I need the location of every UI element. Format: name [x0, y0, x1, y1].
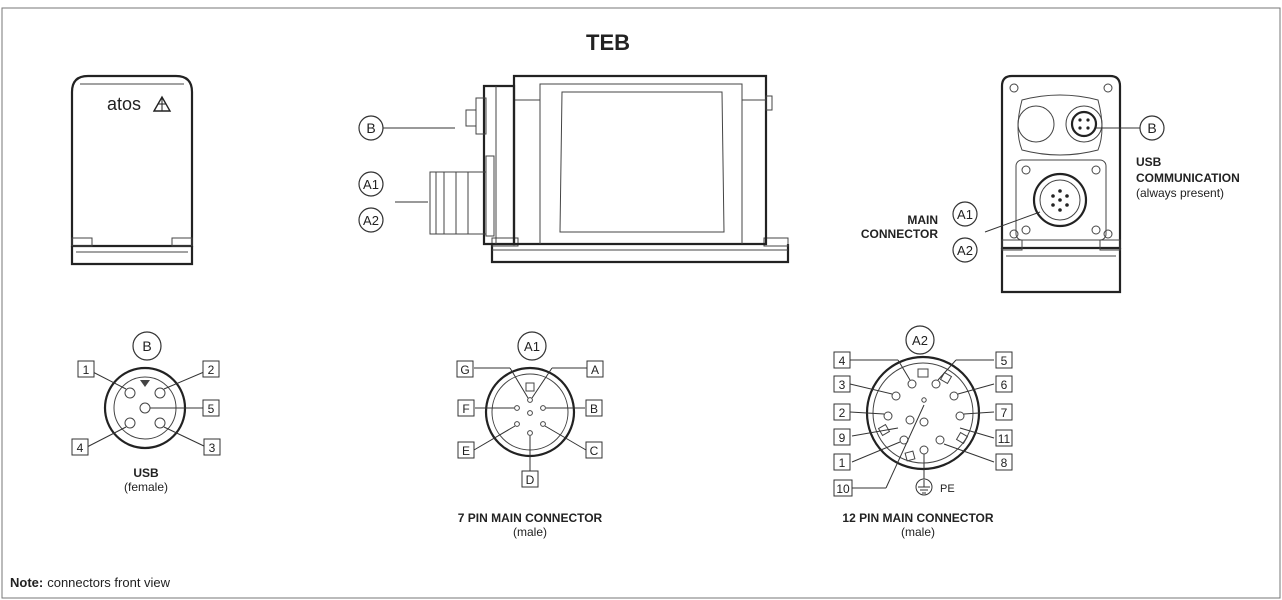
- twelve-pin-8: 8: [1001, 456, 1008, 470]
- seven-pin-e: E: [462, 444, 470, 458]
- rear-view: B A1 A2 MAIN CONNECTOR USB COMMUNICATION…: [861, 74, 1240, 294]
- atos-logo-icon: [152, 95, 172, 112]
- main-connector-label-1: MAIN: [907, 213, 938, 227]
- seven-pin-connector: A1 G A F B E C D 7 PIN MAIN CONNECTOR (m…: [456, 331, 604, 539]
- seven-pin-caption: 7 PIN MAIN CONNECTOR: [458, 511, 603, 525]
- rear-callout-a2-label: A2: [957, 243, 973, 258]
- twelve-pin-6: 6: [1001, 378, 1008, 392]
- twelve-pin-4: 4: [839, 354, 846, 368]
- twelve-pin-9: 9: [839, 431, 846, 445]
- twelve-pin-connector: A2: [833, 325, 1013, 539]
- usb-comm-label-1: USB: [1136, 155, 1162, 169]
- usb-pin-3: 3: [209, 441, 216, 455]
- callout-a2-label: A2: [363, 213, 379, 228]
- note-label: Note:: [10, 575, 43, 590]
- usb-subcaption: (female): [124, 480, 168, 494]
- ground-icon: [915, 478, 933, 496]
- rear-callout-b-label: B: [1147, 120, 1156, 136]
- twelve-pin-7: 7: [1001, 406, 1008, 420]
- usb-callout-b-label: B: [142, 338, 151, 354]
- callout-a1: [358, 171, 384, 197]
- seven-pin-callout-a1: [517, 331, 547, 361]
- note: Note: connectors front view: [10, 575, 171, 590]
- side-view: B A1 A2: [358, 74, 790, 264]
- callout-b-label: B: [366, 120, 375, 136]
- seven-pin-callout-label: A1: [524, 339, 540, 354]
- twelve-pin-5: 5: [1001, 354, 1008, 368]
- usb-comm-label-3: (always present): [1136, 186, 1224, 200]
- note-text: connectors front view: [47, 575, 170, 590]
- twelve-pin-3: 3: [839, 378, 846, 392]
- twelve-pin-10: 10: [836, 482, 850, 496]
- outer-frame: [1, 7, 1281, 599]
- seven-pin-c: C: [590, 444, 599, 458]
- seven-pin-a: A: [591, 363, 599, 377]
- seven-pin-g: G: [460, 363, 469, 377]
- seven-pin-f: F: [462, 402, 469, 416]
- usb-pin-1: 1: [83, 363, 90, 377]
- seven-pin-b: B: [590, 402, 598, 416]
- twelve-pin-2: 2: [839, 406, 846, 420]
- main-connector-label-2: CONNECTOR: [861, 227, 938, 241]
- usb-pin-4: 4: [77, 441, 84, 455]
- rear-callout-a2: [952, 237, 978, 263]
- usb-callout-b: [132, 331, 162, 361]
- usb-comm-label-2: COMMUNICATION: [1136, 171, 1240, 185]
- seven-pin-subcaption: (male): [513, 525, 547, 539]
- usb-caption: USB: [133, 466, 159, 480]
- twelve-pin-subcaption: (male): [901, 525, 935, 539]
- callout-a2: [358, 207, 384, 233]
- pe-label: PE: [940, 483, 955, 495]
- twelve-pin-callout-a2: [905, 325, 935, 355]
- front-view: atos: [70, 74, 194, 266]
- twelve-pin-caption: 12 PIN MAIN CONNECTOR: [842, 511, 993, 525]
- twelve-pin-11: 11: [998, 432, 1011, 446]
- seven-pin-d: D: [526, 473, 535, 487]
- usb-pin-2: 2: [208, 363, 215, 377]
- rear-callout-a1-label: A1: [957, 207, 973, 222]
- usb-pin-5: 5: [208, 402, 215, 416]
- rear-callout-b: [1139, 115, 1165, 141]
- title: TEB: [586, 30, 630, 55]
- twelve-pin-1: 1: [839, 456, 846, 470]
- brand-logo: atos: [107, 94, 141, 114]
- callout-a1-label: A1: [363, 177, 379, 192]
- usb-connector: B 1 2 5 4 3 USB (female): [71, 331, 221, 494]
- rear-callout-a1: [952, 201, 978, 227]
- twelve-pin-callout-label: A2: [912, 333, 928, 348]
